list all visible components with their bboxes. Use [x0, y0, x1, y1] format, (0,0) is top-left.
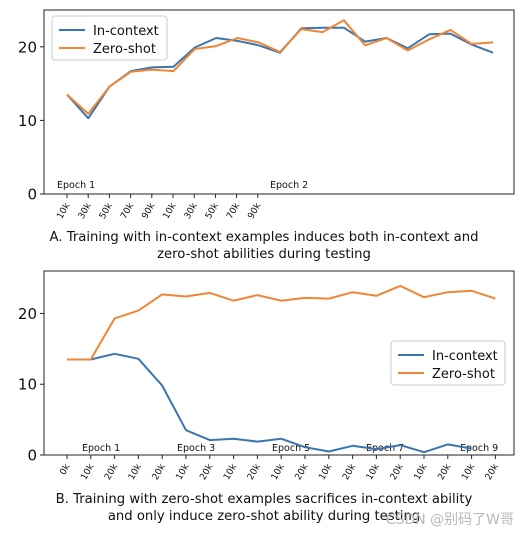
- x-tick-label-a: 70k: [225, 201, 242, 221]
- x-tick-label-b: 10k: [365, 462, 382, 482]
- x-tick-label-b: 10k: [127, 462, 144, 482]
- x-tick-label-b: 20k: [436, 462, 453, 482]
- y-tick-label-a: 10: [18, 112, 37, 130]
- legend-label-in-context-a: In-context: [93, 24, 159, 39]
- x-tick-label-b: 20k: [246, 462, 263, 482]
- x-tick-label-a: 10k: [56, 201, 73, 221]
- caption-a-line-2: zero-shot abilities during testing: [157, 247, 371, 262]
- x-tick-label-b: 10k: [270, 462, 287, 482]
- y-tick-label-b: 0: [27, 447, 37, 465]
- caption-b-line-2: and only induce zero-shot ability during…: [107, 509, 421, 524]
- x-tick-label-b: 20k: [294, 462, 311, 482]
- x-tick-label-a: 50k: [98, 201, 115, 221]
- epoch-label-a: Epoch 1: [57, 180, 95, 191]
- y-tick-label-a: 0: [27, 186, 37, 204]
- legend-label-zero-shot-a: Zero-shot: [93, 42, 156, 57]
- x-tick-label-a: 30k: [183, 201, 200, 221]
- x-tick-label-a: 10k: [162, 201, 179, 221]
- x-tick-label-b: 20k: [389, 462, 406, 482]
- x-tick-label-a: 90k: [246, 201, 263, 221]
- x-tick-label-a: 30k: [77, 201, 94, 221]
- series-line-zero-shot-b: [67, 284, 496, 361]
- x-tick-label-b: 10k: [460, 462, 477, 482]
- watermark: CSDN @别码了W哥: [385, 512, 514, 528]
- x-tick-label-b: 20k: [341, 462, 358, 482]
- series-line-zero-shot-a: [66, 19, 494, 115]
- caption-b-line-1: B. Training with zero-shot examples sacr…: [55, 492, 473, 507]
- series-line-in-context-b: [67, 352, 472, 454]
- epoch-label-b: Epoch 5: [272, 443, 310, 454]
- x-tick-label-b: 0k: [58, 462, 73, 477]
- epoch-label-a: Epoch 2: [270, 180, 308, 191]
- x-tick-label-a: 90k: [140, 201, 157, 221]
- caption-a: A. Training with in-context examples ind…: [0, 229, 528, 263]
- x-tick-label-a: 70k: [119, 201, 136, 221]
- plot-frame-a: [43, 9, 515, 195]
- caption-b: B. Training with zero-shot examples sacr…: [0, 491, 528, 525]
- legend-label-in-context-b: In-context: [432, 349, 498, 364]
- x-tick-label-b: 10k: [317, 462, 334, 482]
- epoch-label-b: Epoch 1: [82, 443, 120, 454]
- x-tick-label-b: 10k: [413, 462, 430, 482]
- x-tick-label-b: 20k: [103, 462, 120, 482]
- x-tick-label-b: 10k: [79, 462, 96, 482]
- epoch-label-b: Epoch 9: [460, 443, 498, 454]
- x-tick-label-a: 50k: [204, 201, 221, 221]
- plot-frame-b: [43, 270, 515, 456]
- x-tick-label-b: 10k: [175, 462, 192, 482]
- x-tick-label-b: 20k: [484, 462, 501, 482]
- caption-a-line-1: A. Training with in-context examples ind…: [49, 230, 479, 245]
- x-tick-label-b: 10k: [222, 462, 239, 482]
- x-tick-label-b: 20k: [198, 462, 215, 482]
- x-tick-label-b: 20k: [151, 462, 168, 482]
- y-tick-label-b: 10: [18, 376, 37, 394]
- legend-label-zero-shot-b: Zero-shot: [432, 367, 495, 382]
- epoch-label-b: Epoch 3: [177, 443, 215, 454]
- y-tick-label-b: 20: [18, 305, 37, 323]
- y-tick-label-a: 20: [18, 38, 37, 56]
